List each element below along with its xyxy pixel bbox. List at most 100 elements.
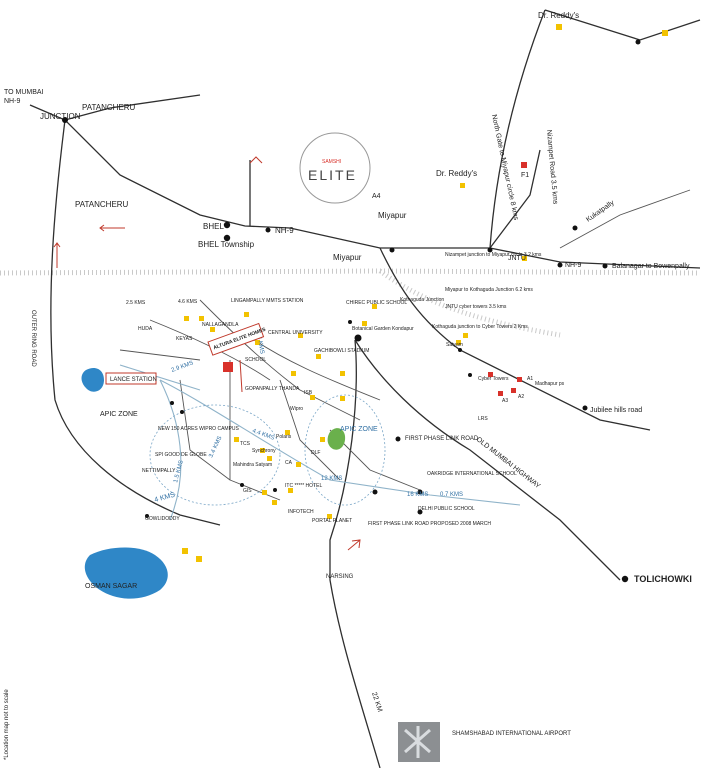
label-portal-planet: PORTAL PLANET: [312, 518, 352, 524]
label-infotech: INFOTECH: [288, 509, 314, 515]
elite-brand: SAMSHI: [322, 159, 341, 165]
label-bhel-township: BHEL Township: [198, 240, 255, 249]
label-a1: A1: [527, 376, 533, 382]
landmark-markers: [182, 24, 668, 562]
railway-branch: [378, 268, 561, 338]
apic-zone-right: [304, 394, 386, 506]
label-botanical: Botanical Garden Kondapur: [352, 326, 414, 332]
osman-sagar-lake: [84, 547, 168, 599]
water-body: [81, 368, 104, 392]
label-ca: CA: [285, 460, 293, 466]
label-cyber-towers: Cyber Towers: [478, 376, 509, 382]
label-gis: GIS: [243, 488, 252, 494]
label-narsing: NARSING: [326, 574, 354, 580]
label-dr-reddys-mid: Dr. Reddy's: [436, 169, 477, 178]
label-46-kms: 4.6 KMS: [178, 299, 198, 305]
place-station-box: LANCE STATION: [105, 372, 157, 385]
label-patancheru-top: PATANCHERU: [82, 103, 136, 112]
elite-logo: SAMSHI ELITE: [299, 132, 371, 204]
label-chirec: CHIREC PUBLIC SCHOOL: [346, 300, 407, 306]
label-tcs: TCS: [240, 441, 251, 447]
outer-ring-road: [119, 364, 521, 521]
label-nizampet-junction: Nizampet junction to Miyapur circle 3.2 …: [445, 252, 542, 258]
label-apic-zone-right: APIC ZONE: [340, 426, 378, 433]
label-disclaimer: *Location map not to scale: [4, 689, 10, 760]
label-miyapur-upper: Miyapur: [378, 211, 407, 220]
label-hotel: ITC ***** HOTEL: [285, 483, 322, 489]
label-mahindra: Mahindra Satyam: [233, 462, 272, 468]
label-first-phase: FIRST PHASE LINK ROAD: [405, 436, 479, 442]
label-shamshabad: SHAMSHABAD INTERNATIONAL AIRPORT: [452, 731, 571, 737]
railway-line: [0, 268, 701, 276]
label-lingampally: LINGAMPALLY MMTS STATION: [231, 298, 304, 304]
apic-park: [327, 428, 346, 450]
label-huda: HUDA: [138, 326, 153, 332]
label-07-kms: 0.7 KMS: [440, 492, 463, 498]
road-network: [29, 9, 701, 768]
label-wipro: Wipro: [290, 406, 303, 412]
label-apic-zone-left: APIC ZONE: [100, 411, 138, 418]
label-synchrony: Synchrony: [252, 448, 276, 454]
label-gowlidoddy: GOWLIDODDY: [145, 516, 180, 522]
label-jubilee: Jubilee hills road: [590, 407, 642, 414]
label-old-mumbai: OLD MUMBAI HIGHWAY: [475, 436, 542, 490]
label-oakridge: OAKRIDGE INTERNATIONAL SCHOOL: [427, 471, 517, 477]
label-central-university: CENTRAL UNIVERSITY: [268, 330, 323, 336]
label-spi-school: SPI GOOD DE GLOBE: [155, 452, 207, 458]
label-first-phase-proposed: FIRST PHASE LINK ROAD PROPOSED 2008 MARC…: [368, 521, 491, 527]
label-nettimpally: NETTIMPALLY: [142, 468, 176, 474]
label-isb: ISB: [304, 390, 313, 396]
label-16-kms: 16 KMS: [407, 492, 428, 498]
label-dr-reddys-top: Dr. Reddy's: [538, 11, 579, 20]
label-kothaguda-junction: Miyapur to Kothaguda Junction 6.2 kms: [445, 287, 533, 293]
red-markers: [223, 162, 527, 396]
apic-zone-left: [149, 404, 281, 506]
label-gopanpally: GOPANPALLY THANDA: [245, 386, 300, 392]
label-keyas: KEYAS: [176, 336, 193, 342]
label-gachibowli-stadium: GACHIBOWLI STADIUM: [314, 348, 369, 354]
label-project-tag: A4: [372, 193, 381, 200]
label-kothaguda: Kothaguda Junction: [400, 297, 444, 303]
label-44-kms: 4.4 KMS: [251, 428, 275, 442]
airport-thumbnail: [398, 722, 440, 762]
label-12-kms: 12 KMS: [321, 476, 342, 482]
label-junction: JUNCTION: [40, 112, 81, 121]
label-tolichowki: TOLICHOWKI: [634, 574, 692, 584]
label-14-kms: 14 KMS: [255, 332, 265, 354]
label-km-22: 22 KM: [370, 691, 383, 713]
label-wipro-campus: NEW 150 ACRES WIPRO CAMPUS: [158, 426, 240, 432]
label-to-mumbai: TO MUMBAI: [4, 89, 44, 96]
label-osman-sagar: OSMAN SAGAR: [85, 583, 137, 590]
elite-title: ELITE: [308, 167, 357, 183]
label-bhel: BHEL: [203, 222, 224, 231]
direction-arrows: [53, 156, 361, 551]
label-nallagandla: NALLAGANDLA: [202, 322, 239, 328]
label-34-kms: 3.4 KMS: [208, 435, 223, 458]
label-jntu: JNTU: [508, 255, 526, 262]
label-nh9-top: NH-9: [4, 98, 20, 105]
label-kothaguda-cyber: Kothaguda junction to Cyber Towers 2 Kms: [432, 324, 528, 330]
label-satyam: Satyam: [446, 342, 463, 348]
label-school: SCHOOL: [245, 357, 266, 363]
label-outer-ring-road: OUTER RING ROAD: [30, 310, 36, 367]
label-polaris: Polaris: [276, 434, 292, 440]
label-15-kms: 1.5 KMS: [173, 460, 185, 484]
label-25-kms: 2.5 KMS: [126, 300, 146, 306]
label-lrs: LRS: [478, 416, 488, 422]
junction-dots: [62, 39, 641, 583]
label-balanagar: Balanagar to Bowenpally: [612, 263, 690, 270]
label-29-kms: 2.9 KMS: [171, 360, 195, 374]
label-nizampet-road: Nizampet Road 3.5 kms: [545, 130, 559, 206]
label-f1: F1: [521, 172, 529, 179]
label-jntu-cyber: JNTU cyber towers 3.5 kms: [445, 304, 507, 310]
place-station-label: LANCE STATION: [110, 377, 157, 383]
label-nh9-mid: NH-9: [275, 226, 294, 235]
label-dlf: DLF: [311, 450, 320, 456]
label-nh9-right: NH-9: [565, 262, 581, 269]
label-delhi-public: DELHI PUBLIC SCHOOL: [418, 506, 475, 512]
label-madhapur: Madhapur ps: [535, 381, 565, 387]
label-4-kms: 4 KMS: [154, 492, 176, 504]
label-a3: A3: [502, 398, 508, 404]
label-miyapur: Miyapur: [333, 253, 362, 262]
